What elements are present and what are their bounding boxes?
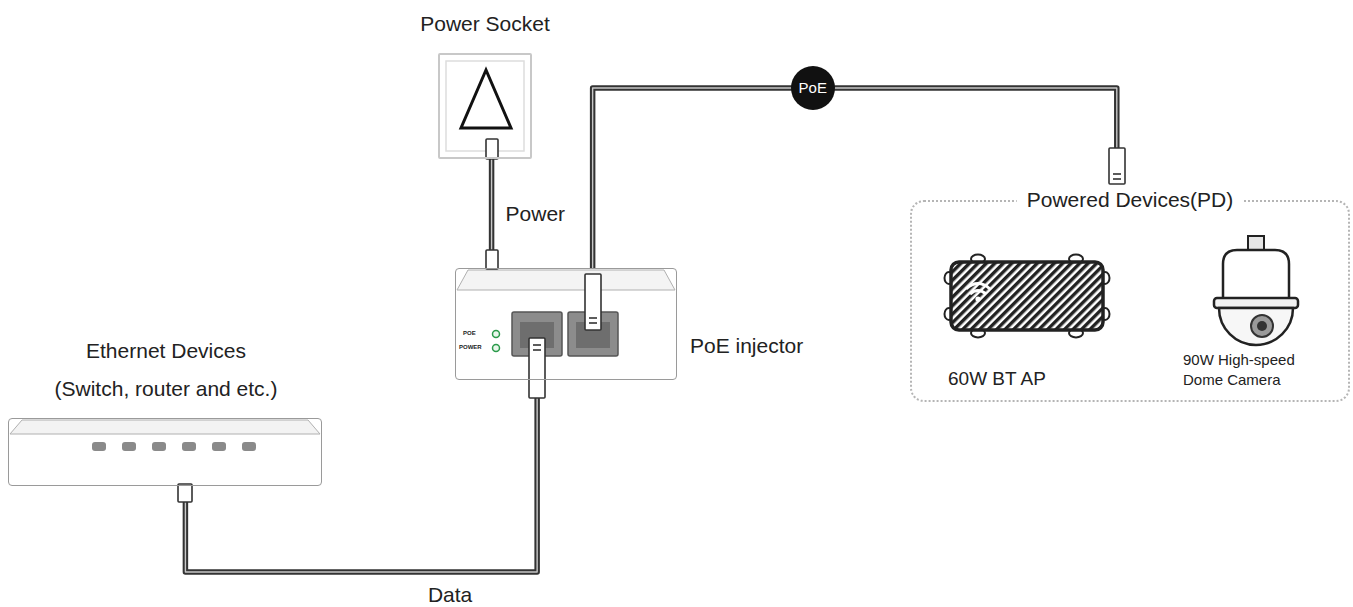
wifi-icon — [970, 291, 986, 295]
status-led — [493, 345, 500, 352]
ethernet-switch: Ethernet Devices (Switch, router and etc… — [8, 418, 322, 486]
rj45-plug — [585, 274, 601, 330]
socket-symbol — [461, 70, 511, 128]
switch-port — [182, 442, 196, 451]
switch-port — [242, 442, 256, 451]
wifi-icon — [966, 284, 990, 290]
status-led — [493, 331, 500, 338]
access-point-body — [951, 262, 1103, 330]
rj45-plug — [533, 344, 541, 346]
switch-top-face — [10, 420, 320, 434]
powered-devices-region: 60W BT AP90W High-speed Dome CameraPower… — [910, 200, 1350, 402]
connector-group — [185, 88, 1116, 572]
led-label: POWER — [459, 344, 482, 351]
dome-camera-drawing — [1214, 236, 1298, 345]
injector-top-face — [457, 270, 675, 290]
rj45-plug — [178, 484, 192, 502]
poe-cable — [593, 88, 1117, 268]
poe-cable — [593, 88, 1117, 268]
rj45-port — [512, 312, 562, 356]
data-cable — [185, 380, 537, 572]
dome-camera: 90W High-speed Dome Camera — [1205, 232, 1315, 347]
camera-lens — [1251, 315, 1273, 337]
rj45-plug — [529, 338, 545, 398]
led-label: POE — [463, 330, 476, 337]
camera-mount — [1248, 236, 1264, 250]
rj45-plug — [589, 322, 597, 324]
camera-rim — [1214, 298, 1298, 308]
cable-core — [185, 380, 537, 572]
rj45-port — [568, 312, 618, 356]
device-label: Power Socket — [420, 11, 550, 36]
power-cable-label: Power — [506, 201, 566, 226]
access-point: 60W BT AP — [945, 255, 1107, 335]
injector-drawing — [457, 270, 675, 356]
socket-plate — [446, 61, 524, 151]
region-title: Powered Devices(PD) — [1017, 188, 1244, 212]
camera-dome — [1219, 308, 1293, 345]
switch-port — [152, 442, 166, 451]
device-label: Ethernet Devices (Switch, router and etc… — [50, 332, 282, 408]
switch-port — [92, 442, 106, 451]
data-cable — [185, 380, 537, 572]
camera-lens — [1257, 321, 1267, 331]
rj45-plug — [533, 349, 541, 351]
device-label: 90W High-speed Dome Camera — [1183, 350, 1313, 390]
rj45-plugs — [178, 139, 1125, 502]
wifi-icon — [975, 296, 980, 301]
switch-drawing — [10, 420, 320, 451]
cable-core — [593, 88, 1117, 268]
power-socket: Power Socket — [438, 53, 532, 159]
poe-cable-label: PoE — [791, 66, 835, 110]
device-label: PoE injector — [690, 333, 803, 358]
access-point-drawing — [945, 255, 1110, 338]
power-plug — [486, 250, 498, 269]
poe-injector: POEPOWERPoE injector — [455, 268, 677, 380]
rj45-plug — [1109, 148, 1125, 184]
power-plug — [486, 139, 498, 159]
socket-drawing — [446, 61, 524, 151]
rj45-plug — [589, 317, 597, 319]
device-label: 60W BT AP — [948, 368, 1046, 391]
rj45-plug — [1113, 178, 1121, 180]
rj45-plug — [1113, 173, 1121, 175]
switch-port — [122, 442, 136, 451]
data-cable-label: Data — [428, 582, 472, 607]
switch-port — [212, 442, 226, 451]
camera-housing — [1223, 250, 1289, 300]
